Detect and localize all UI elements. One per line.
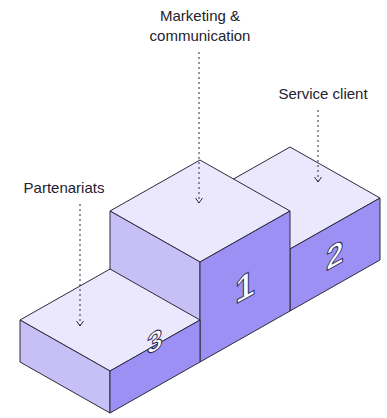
block-front (290, 198, 380, 311)
leader-line (199, 198, 203, 203)
block-front (200, 211, 290, 362)
place-number: 1 (235, 263, 255, 310)
category-label: Partenariats (9, 178, 119, 198)
block-side (20, 320, 110, 413)
leader-line (199, 52, 200, 203)
leader-line (315, 177, 319, 182)
leader-line (77, 321, 81, 326)
podium-block: 1 (235, 269, 255, 305)
leader-line (80, 204, 81, 326)
block-front (110, 320, 200, 413)
podium-block: 3 (147, 328, 163, 356)
leader-line (318, 110, 319, 182)
leader-line (80, 321, 84, 326)
category-label: Marketing & communication (125, 6, 275, 46)
place-number: 3 (147, 324, 163, 361)
leader-line (318, 177, 322, 182)
podium-block: 2 (326, 239, 344, 271)
place-number: 2 (326, 234, 344, 276)
category-label: Service client (268, 84, 378, 104)
leader-line (196, 198, 200, 203)
